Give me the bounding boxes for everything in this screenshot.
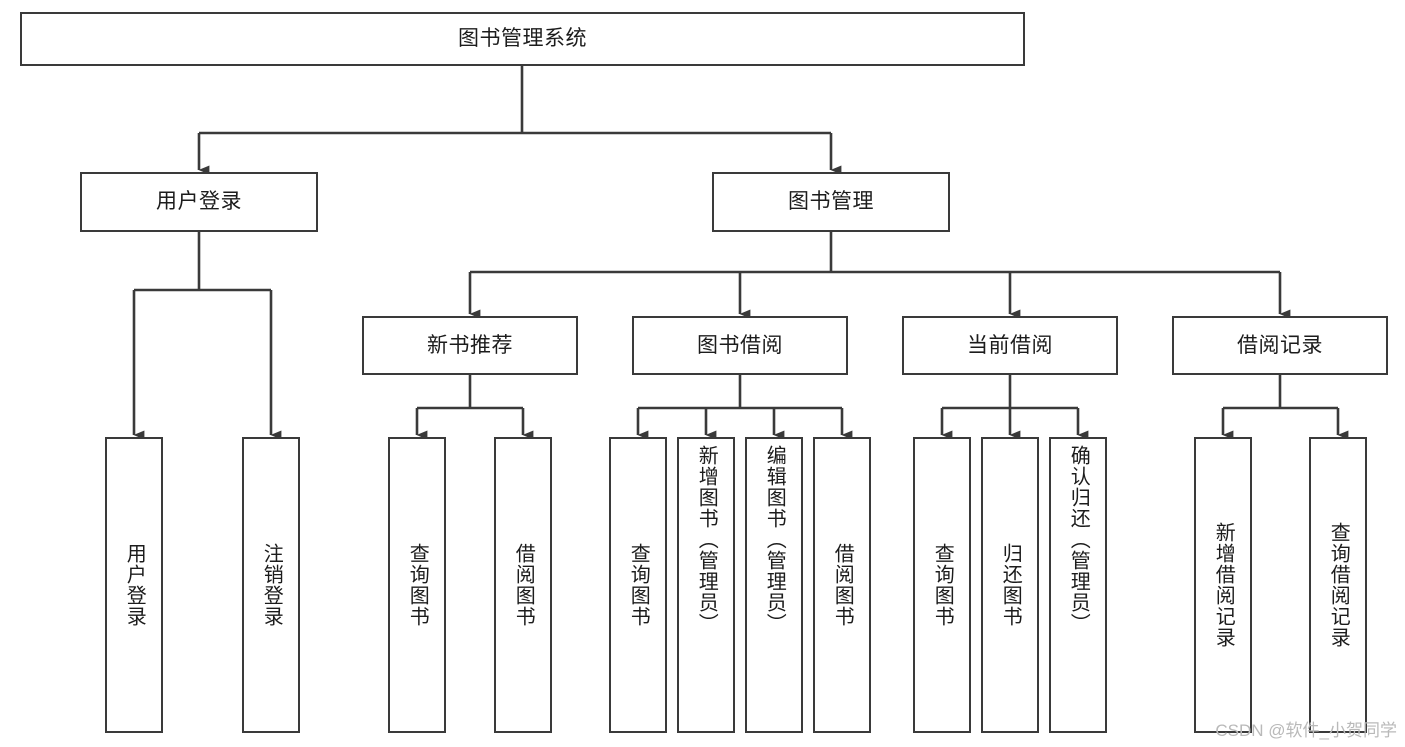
leaf-add-record[interactable]: 新增借阅记录 [1194, 437, 1252, 733]
leaf-logout-login[interactable]: 注销登录 [242, 437, 300, 733]
leaf-return-book-label: 归还图书 [999, 543, 1022, 627]
leaf-query-book-3-label: 查询图书 [931, 543, 954, 627]
leaf-edit-book-label: 编辑图书（管理员） [763, 445, 786, 634]
node-current-borrow-label: 当前借阅 [967, 333, 1053, 357]
node-current-borrow[interactable]: 当前借阅 [902, 316, 1118, 375]
node-user-login[interactable]: 用户登录 [80, 172, 318, 232]
leaf-query-record[interactable]: 查询借阅记录 [1309, 437, 1367, 733]
node-book-borrow-label: 图书借阅 [697, 333, 783, 357]
leaf-add-book[interactable]: 新增图书（管理员） [677, 437, 735, 733]
leaf-add-book-label: 新增图书（管理员） [695, 445, 718, 634]
leaf-query-book-3[interactable]: 查询图书 [913, 437, 971, 733]
leaf-add-record-label: 新增借阅记录 [1212, 522, 1235, 648]
leaf-return-book[interactable]: 归还图书 [981, 437, 1039, 733]
node-book-management-label: 图书管理 [788, 190, 874, 214]
leaf-query-book-1[interactable]: 查询图书 [388, 437, 446, 733]
node-root-system-label: 图书管理系统 [458, 27, 587, 51]
node-book-management[interactable]: 图书管理 [712, 172, 950, 232]
node-user-login-label: 用户登录 [156, 190, 242, 214]
leaf-borrow-book-1[interactable]: 借阅图书 [494, 437, 552, 733]
leaf-query-book-1-label: 查询图书 [406, 543, 429, 627]
leaf-borrow-book-2-label: 借阅图书 [831, 543, 854, 627]
node-new-book-recommend-label: 新书推荐 [427, 333, 513, 357]
leaf-query-book-2-label: 查询图书 [627, 543, 650, 627]
leaf-logout-login-label: 注销登录 [260, 543, 283, 627]
node-borrow-record[interactable]: 借阅记录 [1172, 316, 1388, 375]
node-new-book-recommend[interactable]: 新书推荐 [362, 316, 578, 375]
leaf-edit-book[interactable]: 编辑图书（管理员） [745, 437, 803, 733]
leaf-confirm-return[interactable]: 确认归还（管理员） [1049, 437, 1107, 733]
leaf-query-record-label: 查询借阅记录 [1327, 522, 1350, 648]
leaf-borrow-book-1-label: 借阅图书 [512, 543, 535, 627]
leaf-query-book-2[interactable]: 查询图书 [609, 437, 667, 733]
node-borrow-record-label: 借阅记录 [1237, 333, 1323, 357]
leaf-confirm-return-label: 确认归还（管理员） [1067, 445, 1090, 634]
leaf-borrow-book-2[interactable]: 借阅图书 [813, 437, 871, 733]
node-root-system[interactable]: 图书管理系统 [20, 12, 1025, 66]
leaf-user-login[interactable]: 用户登录 [105, 437, 163, 733]
node-book-borrow[interactable]: 图书借阅 [632, 316, 848, 375]
leaf-user-login-label: 用户登录 [123, 543, 146, 627]
